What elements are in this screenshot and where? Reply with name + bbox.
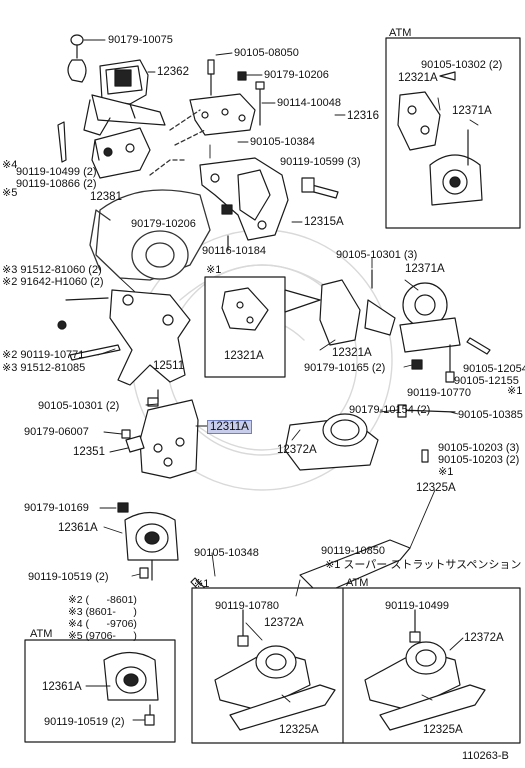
part-label-12315A: 12315A — [304, 216, 344, 228]
part-label-90179-10169: 90179-10169 — [24, 502, 89, 514]
part-label-12325A-bottom-right: 12325A — [423, 724, 463, 736]
part-label-90119-10850: 90119-10850 — [321, 545, 386, 557]
leader-lines — [83, 39, 479, 721]
part-label-90119-10499-bottom-right: 90119-10499 — [385, 600, 450, 612]
part-label-90119-10599: 90119-10599 (3) — [280, 156, 361, 168]
atm-box-title-bottom-left: ATM — [30, 628, 53, 640]
diagram-reference-code: 110263-B — [462, 750, 509, 762]
part-label-90119-10780: 90119-10780 — [215, 600, 280, 612]
part-label-90119-10519-mid: 90119-10519 (2) — [28, 571, 109, 583]
part-label-90119-10770: 90119-10770 — [407, 387, 472, 399]
bracket-12311A — [121, 389, 199, 479]
part-label-star3-91512-81085: ※3 91512-81085 — [2, 362, 86, 374]
part-label-12361A-atm: 12361A — [42, 681, 82, 693]
atm-box-top-right — [385, 37, 521, 229]
bracket-12315A — [199, 157, 339, 251]
part-label-90179-06007: 90179-06007 — [24, 426, 89, 438]
part-label-12372A-mid: 12372A — [277, 444, 317, 456]
part-label-90179-10165: 90179-10165 (2) — [304, 362, 386, 374]
note-marker-star5: ※5 — [2, 187, 18, 199]
part-label-12325A-mid: 12325A — [416, 482, 456, 494]
note-super-strut-suspension: ※1 スーパー ストラットサスペンション — [325, 559, 522, 571]
footnote-star5: ※5 (9706- ) — [68, 630, 137, 642]
part-label-90105-10203-3: 90105-10203 (3) — [438, 442, 520, 454]
part-label-90105-10203-2: 90105-10203 (2) — [438, 454, 520, 466]
part-label-90119-10519-atm: 90119-10519 (2) — [44, 716, 125, 728]
atm-box-bottom-left — [24, 639, 176, 743]
part-label-90116-10184: 90116-10184 — [202, 245, 267, 257]
note-marker-star4: ※4 — [2, 159, 18, 171]
part-label-90105-10301-2: 90105-10301 (2) — [38, 400, 120, 412]
part-label-90179-10154: 90179-10154 (2) — [349, 404, 431, 416]
bracket-12381 — [91, 127, 151, 179]
mount-12371A-assembly — [319, 269, 491, 383]
part-label-12321A-atm: 12321A — [398, 72, 438, 84]
part-label-90179-10075: 90179-10075 — [108, 34, 173, 46]
mount-12372A-assembly — [284, 404, 456, 606]
part-label-star2-91642-h1060: ※2 91642-H1060 (2) — [2, 276, 104, 288]
part-label-12371A-mid: 12371A — [405, 263, 445, 275]
part-label-12372A-bottom-right: 12372A — [464, 632, 504, 644]
part-label-12311A-highlighted[interactable]: 12311A — [207, 420, 252, 434]
part-label-90105-10348: 90105-10348 — [194, 547, 259, 559]
part-label-12362: 12362 — [157, 66, 189, 78]
part-label-12371A-atm: 12371A — [452, 105, 492, 117]
part-label-90114-10048: 90114-10048 — [277, 97, 342, 109]
part-label-12511: 12511 — [153, 360, 185, 372]
engine-block-outline — [89, 109, 211, 281]
part-label-12381: 12381 — [90, 191, 122, 203]
part-label-12361A-mid: 12361A — [58, 522, 98, 534]
atm-box-title-bottom-right: ATM — [346, 577, 369, 589]
part-label-90105-10302: 90105-10302 (2) — [421, 59, 503, 71]
atm-box-title-top-right: ATM — [389, 27, 412, 39]
note-marker-star1-inset: ※1 — [206, 264, 222, 276]
bracket-12316 — [189, 59, 265, 136]
bolt-90119-10499 — [57, 121, 67, 163]
engine-mount-12362 — [67, 34, 166, 136]
part-label-12321A-inset: 12321A — [224, 350, 264, 362]
part-label-12321A-mid: 12321A — [332, 347, 372, 359]
part-label-12351: 12351 — [73, 446, 105, 458]
part-label-90179-10206-mid: 90179-10206 — [131, 218, 196, 230]
part-label-90105-10385: 90105-10385 — [458, 409, 523, 421]
part-label-90105-12155: 90105-12155 — [454, 375, 519, 387]
note-marker-star1-mid: ※1 — [438, 466, 454, 478]
inset-box-12321A — [204, 276, 321, 378]
part-label-90119-10866: 90119-10866 (2) — [16, 178, 97, 190]
part-label-12372A-bottom-left: 12372A — [264, 617, 304, 629]
bottom-box-marker-star1: ※1 — [194, 578, 210, 590]
part-label-90179-10206-top: 90179-10206 — [264, 69, 329, 81]
footnote-star4: ※4 ( -9706) — [68, 618, 137, 630]
bracket-12511 — [57, 289, 191, 386]
part-label-12325A-bottom-left: 12325A — [279, 724, 319, 736]
part-label-90105-10384: 90105-10384 — [250, 136, 315, 148]
footnote-star2: ※2 ( -8601) — [68, 594, 137, 606]
part-label-star3-91512-81060: ※3 91512-81060 (2) — [2, 264, 102, 276]
part-label-90105-10301-3: 90105-10301 (3) — [336, 249, 418, 261]
part-label-90119-10499: 90119-10499 (2) — [16, 166, 97, 178]
note-marker-star1-right: ※1 — [507, 385, 523, 397]
part-label-star2-90119-10771: ※2 90119-10771 — [2, 349, 85, 361]
part-label-90105-08050: 90105-08050 — [234, 47, 299, 59]
part-label-90105-12054: 90105-12054 — [463, 363, 525, 375]
footnote-star3: ※3 (8601- ) — [68, 606, 137, 618]
part-label-12316: 12316 — [347, 110, 379, 122]
bottom-star1-box — [191, 587, 521, 744]
